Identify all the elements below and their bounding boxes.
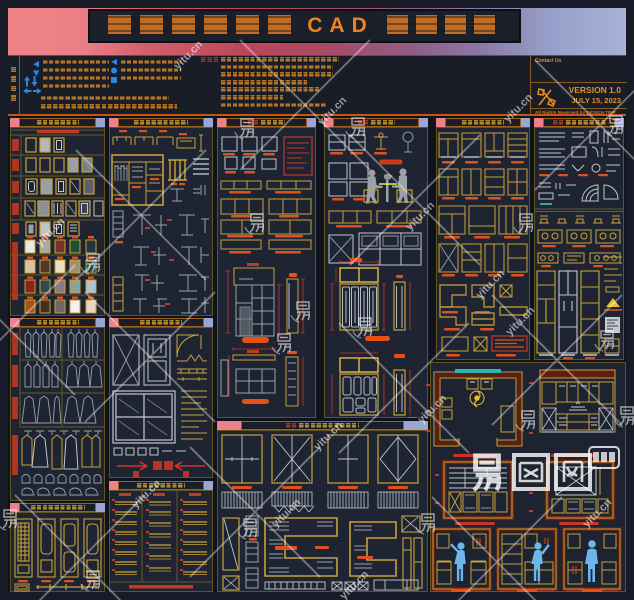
svg-text:yitu.cn: yitu.cn (338, 568, 372, 600)
svg-text:yitu.cn: yitu.cn (34, 215, 68, 249)
svg-text:yitu.cn: yitu.cn (474, 267, 508, 301)
svg-text:yitu.cn: yitu.cn (172, 38, 206, 72)
svg-text:yitu.cn: yitu.cn (581, 496, 615, 530)
svg-text:yitu.cn: yitu.cn (502, 91, 536, 125)
svg-text:yitu.cn: yitu.cn (312, 419, 346, 453)
svg-text:yitu.cn: yitu.cn (270, 496, 304, 530)
svg-text:yitu.cn: yitu.cn (316, 94, 350, 128)
svg-text:yitu.cn: yitu.cn (504, 304, 538, 338)
svg-text:yitu.cn: yitu.cn (416, 392, 450, 426)
svg-text:yitu.cn: yitu.cn (130, 477, 164, 511)
